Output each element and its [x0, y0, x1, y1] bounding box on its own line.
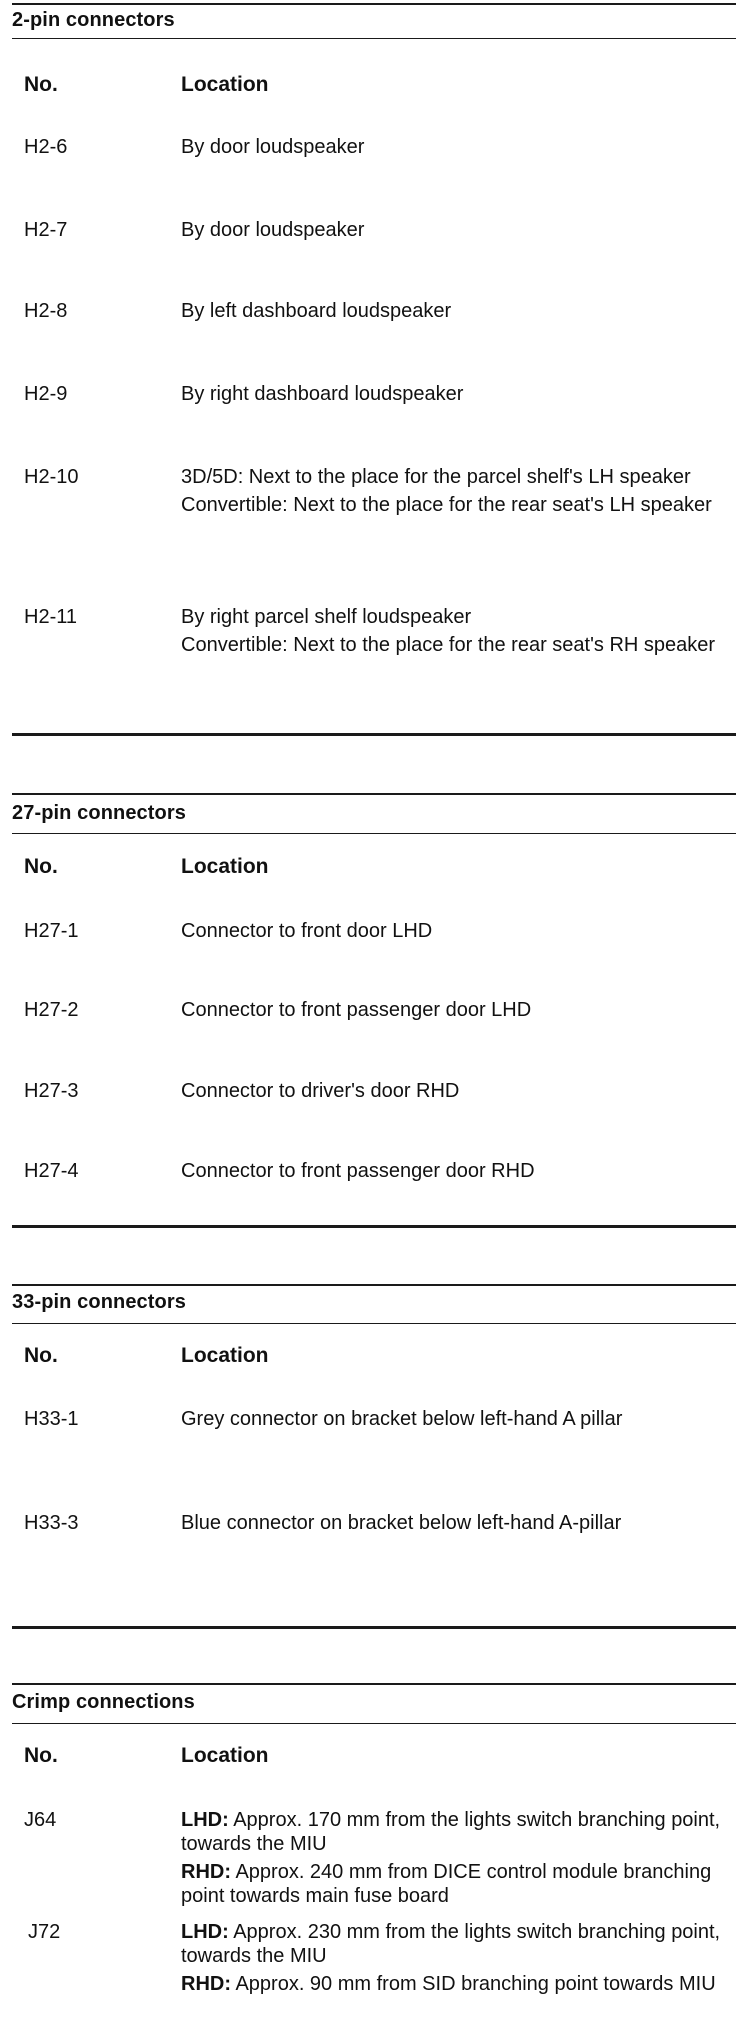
connector-number: H27-3 — [24, 1080, 79, 1102]
connector-number: J72 — [28, 1921, 61, 1943]
section-title-divider — [12, 38, 736, 39]
connector-number: J64 — [24, 1809, 57, 1831]
connector-location: By right parcel shelf loudspeaker Conver… — [181, 606, 716, 656]
connector-number: H2-9 — [24, 383, 68, 405]
section-title: Crimp connections — [12, 1691, 195, 1713]
column-header-location: Location — [181, 1744, 269, 1767]
connector-location: By door loudspeaker — [181, 136, 365, 158]
connector-number: H27-1 — [24, 920, 79, 942]
section-title-divider — [12, 1723, 736, 1724]
section-title-divider — [12, 1323, 736, 1324]
section-top-rule — [12, 1683, 736, 1685]
connector-location: By right dashboard loudspeaker — [181, 383, 464, 405]
section-title: 33-pin connectors — [12, 1291, 186, 1313]
column-header-location: Location — [181, 855, 269, 878]
column-header-location: Location — [181, 1344, 269, 1367]
connector-number: H2-7 — [24, 219, 68, 241]
section-top-rule — [12, 3, 736, 5]
connector-number: H33-3 — [24, 1512, 79, 1534]
connector-number: H27-2 — [24, 999, 79, 1021]
section-title-divider — [12, 833, 736, 834]
section-bottom-rule — [12, 1626, 736, 1629]
column-header-no: No. — [24, 73, 58, 96]
connector-number: H2-10 — [24, 466, 79, 488]
connector-location: Connector to front passenger door RHD — [181, 1160, 535, 1182]
section-bottom-rule — [12, 733, 736, 736]
connector-number: H2-6 — [24, 136, 68, 158]
section-top-rule — [12, 793, 736, 795]
connector-location: 3D/5D: Next to the place for the parcel … — [181, 466, 712, 516]
connector-location: LHD: Approx. 170 mm from the lights swit… — [181, 1809, 721, 1907]
column-header-location: Location — [181, 73, 269, 96]
connector-location: Connector to front passenger door LHD — [181, 999, 532, 1021]
connector-location: By door loudspeaker — [181, 219, 365, 241]
connector-location: Blue connector on bracket below left-han… — [181, 1512, 622, 1534]
section-title: 2-pin connectors — [12, 9, 175, 31]
connector-number: H27-4 — [24, 1160, 79, 1182]
connector-location: Connector to front door LHD — [181, 920, 433, 942]
column-header-no: No. — [24, 855, 58, 878]
connector-location: Grey connector on bracket below left-han… — [181, 1408, 623, 1430]
section-bottom-rule — [12, 1225, 736, 1228]
connector-number: H33-1 — [24, 1408, 79, 1430]
section-top-rule — [12, 1284, 736, 1286]
section-title: 27-pin connectors — [12, 802, 186, 824]
connector-number: H2-8 — [24, 300, 68, 322]
column-header-no: No. — [24, 1344, 58, 1367]
connector-number: H2-11 — [24, 606, 77, 628]
connector-location: LHD: Approx. 230 mm from the lights swit… — [181, 1921, 721, 1995]
column-header-no: No. — [24, 1744, 58, 1767]
connector-location: By left dashboard loudspeaker — [181, 300, 452, 322]
connector-location: Connector to driver's door RHD — [181, 1080, 460, 1102]
